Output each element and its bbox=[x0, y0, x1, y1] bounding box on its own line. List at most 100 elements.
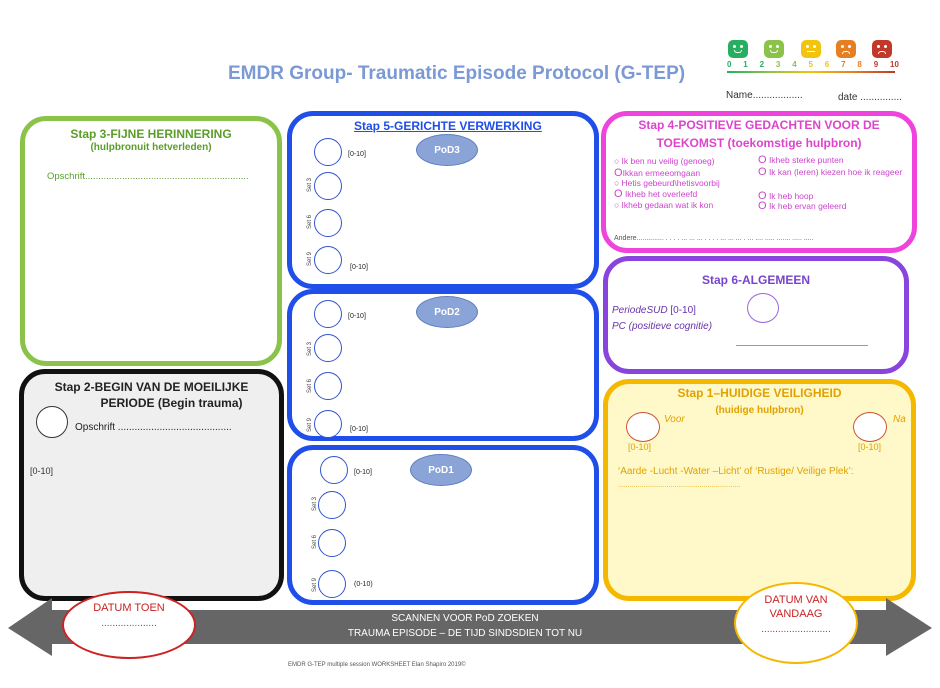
scale-number-7: 7 bbox=[841, 60, 846, 69]
scale-number-4: 4 bbox=[792, 60, 797, 69]
stap1-na: Na bbox=[893, 414, 906, 425]
pod3-circle-start[interactable] bbox=[314, 138, 342, 166]
name-dots: .................. bbox=[752, 90, 803, 101]
stap6-sud-range: [0-10] bbox=[670, 305, 696, 316]
datum-van-dots: ......................... bbox=[761, 624, 831, 635]
stap4-title-line2: TOEKOMST (toekomstige hulpbron) bbox=[656, 136, 862, 150]
stap2-title-line1: Stap 2-BEGIN VAN DE MOEILIJKE bbox=[54, 380, 249, 394]
pod2-range-top: [0-10] bbox=[348, 313, 366, 320]
stap1-range-left: [0-10] bbox=[628, 442, 652, 452]
stap1-dots[interactable]: ........................................… bbox=[618, 482, 741, 489]
pod2-circle-start[interactable] bbox=[314, 300, 342, 328]
stap2-range: [0-10] bbox=[30, 466, 54, 476]
stap1-voor-circle[interactable] bbox=[626, 412, 660, 442]
footer-credit: EMDR G-TEP multiple session WORKSHEET El… bbox=[288, 662, 466, 668]
pod2-set3-label: Set 3 bbox=[307, 341, 313, 356]
stap4-title-line1: Stap 4-POSITIEVE GEDACHTEN VOOR DE bbox=[638, 118, 880, 132]
pod1-circle-set6[interactable] bbox=[318, 529, 346, 557]
pod3-ellipse: PoD3 bbox=[416, 134, 478, 166]
pod3-circle-set6[interactable] bbox=[314, 209, 342, 237]
stap6-sud: PeriodeSUD [0-10] bbox=[612, 305, 696, 316]
stap6-pc: PC (positieve cognitie) bbox=[612, 321, 713, 332]
scale-number-10: 10 bbox=[890, 60, 899, 69]
stap1-na-circle[interactable] bbox=[853, 412, 887, 442]
stap2-box: Stap 2-BEGIN VAN DE MOEILIJKE PERIODE (B… bbox=[19, 369, 284, 601]
pod1-ellipse: PoD1 bbox=[410, 454, 472, 486]
pod2-range-bottom: [0-10] bbox=[350, 426, 368, 433]
stap4-option-left-2[interactable]: OIkkan ermeeomgaan bbox=[614, 167, 701, 179]
stap5-title: Stap 5-GERICHTE VERWERKING bbox=[354, 119, 542, 133]
datum-van-vandaag-ellipse[interactable]: DATUM VAN VANDAAG ......................… bbox=[734, 582, 858, 664]
pod1-circle-set9[interactable] bbox=[318, 570, 346, 598]
datum-van-label: DATUM VAN bbox=[764, 594, 828, 606]
scale-number-1: 1 bbox=[743, 60, 748, 69]
pod3-box: Stap 5-GERICHTE VERWERKING PoD3 [0-10] S… bbox=[287, 111, 599, 289]
stap4-option-left-4[interactable]: O Ikheb het overleefd bbox=[614, 188, 698, 200]
pod2-ellipse: PoD2 bbox=[416, 296, 478, 328]
pod1-circle-start[interactable] bbox=[320, 456, 348, 484]
stap4-option-right-2[interactable]: O Ik kan (leren) kiezen hoe ik reageer bbox=[758, 166, 903, 178]
stap4-option-right-4[interactable]: O Ik heb ervan geleerd bbox=[758, 200, 847, 212]
page-title: EMDR Group- Traumatic Episode Protocol (… bbox=[228, 63, 686, 84]
pod1-circle-set3[interactable] bbox=[318, 491, 346, 519]
scale-number-9: 9 bbox=[873, 60, 879, 69]
scale-number-2: 2 bbox=[759, 60, 765, 69]
stap6-box: Stap 6-ALGEMEEN PeriodeSUD [0-10] PC (po… bbox=[603, 256, 909, 374]
pod2-set9-label: Set 9 bbox=[307, 417, 313, 432]
stap6-title: Stap 6-ALGEMEEN bbox=[701, 273, 810, 287]
stap4-option-left-3[interactable]: ○ Hetis gebeurd\hetisvoorbij bbox=[614, 178, 720, 188]
datum-toen-ellipse[interactable]: DATUM TOEN .................... bbox=[62, 591, 196, 659]
name-field[interactable]: Name.................. bbox=[726, 90, 803, 101]
pod3-set3-label: Set 3 bbox=[307, 177, 313, 192]
pod2-circle-set9[interactable] bbox=[314, 410, 342, 438]
date-field[interactable]: date ............... bbox=[838, 92, 902, 103]
stap3-subtitle: (hulpbronuit hetverleden) bbox=[90, 142, 212, 153]
stap3-opschrift[interactable]: Opschrift...............................… bbox=[47, 171, 249, 182]
vandaag-label: VANDAAG bbox=[769, 608, 823, 620]
stap6-pc-line[interactable] bbox=[736, 345, 868, 346]
stap6-sud-label: PeriodeSUD bbox=[612, 305, 668, 316]
stap4-option-left-1[interactable]: ○ Ik ben nu veilig (genoeg) bbox=[614, 156, 715, 166]
pod3-range-top: [0-10] bbox=[348, 151, 366, 158]
datum-toen-label: DATUM TOEN bbox=[93, 602, 165, 614]
stap2-opschrift[interactable]: Opschrift ..............................… bbox=[75, 422, 232, 433]
stap1-text: ‘Aarde -Lucht -Water –Licht’ of ‘Rustige… bbox=[618, 466, 854, 477]
name-label: Name bbox=[726, 90, 753, 101]
stap6-sud-circle[interactable] bbox=[747, 293, 779, 323]
pod3-circle-set3[interactable] bbox=[314, 172, 342, 200]
frown-icon bbox=[836, 40, 856, 58]
stap1-title: Stap 1–HUIDIGE VEILIGHEID bbox=[677, 386, 842, 400]
scale-number-6: 6 bbox=[824, 60, 830, 69]
datum-toen-dots: .................... bbox=[101, 618, 157, 629]
stap1-subtitle: (huidige hulpbron) bbox=[715, 405, 804, 416]
stap4-option-left-5[interactable]: ○ Ikheb gedaan wat ik kon bbox=[614, 200, 714, 210]
stap4-option-right-3[interactable]: O Ik heb hoop bbox=[758, 190, 814, 202]
scale-number-8: 8 bbox=[857, 60, 862, 69]
pod2-set6-label: Set 6 bbox=[307, 378, 313, 393]
stap4-option-right-1[interactable]: O Ikheb sterke punten bbox=[758, 154, 844, 166]
scale-number-5: 5 bbox=[808, 60, 813, 69]
pod3-range-bottom: [0-10] bbox=[350, 264, 368, 271]
scale-number-0: 0 bbox=[727, 60, 732, 69]
stap3-title: Stap 3-FIJNE HERINNERING bbox=[70, 127, 232, 141]
pod3-circle-set9[interactable] bbox=[314, 246, 342, 274]
arrow-text-line2: TRAUMA EPISODE – DE TIJD SINDSDIEN TOT N… bbox=[347, 628, 583, 639]
stap1-voor: Voor bbox=[664, 414, 685, 425]
stap4-box: Stap 4-POSITIEVE GEDACHTEN VOOR DE TOEKO… bbox=[601, 111, 917, 253]
distress-scale bbox=[722, 38, 897, 70]
sad-icon bbox=[872, 40, 892, 58]
neutral-icon bbox=[801, 40, 821, 58]
slight-smile-icon bbox=[764, 40, 784, 58]
stap4-andere[interactable]: Andere.............. . . . . ... ... ...… bbox=[614, 235, 814, 242]
stap2-title-line2: PERIODE (Begin trauma) bbox=[100, 396, 243, 410]
stap1-range-right: [0-10] bbox=[858, 442, 882, 452]
pod3-set6-label: Set 6 bbox=[307, 214, 313, 229]
pod1-range-top: [0-10] bbox=[354, 469, 372, 476]
arrow-text-line1: SCANNEN VOOR PoD ZOEKEN bbox=[391, 613, 539, 624]
stap2-sud-circle[interactable] bbox=[36, 406, 68, 438]
smile-icon bbox=[728, 40, 748, 58]
pod2-circle-set6[interactable] bbox=[314, 372, 342, 400]
pod2-box: PoD2 [0-10] Set 3 Set 6 Set 9 [0-10] bbox=[287, 289, 599, 441]
pod2-circle-set3[interactable] bbox=[314, 334, 342, 362]
